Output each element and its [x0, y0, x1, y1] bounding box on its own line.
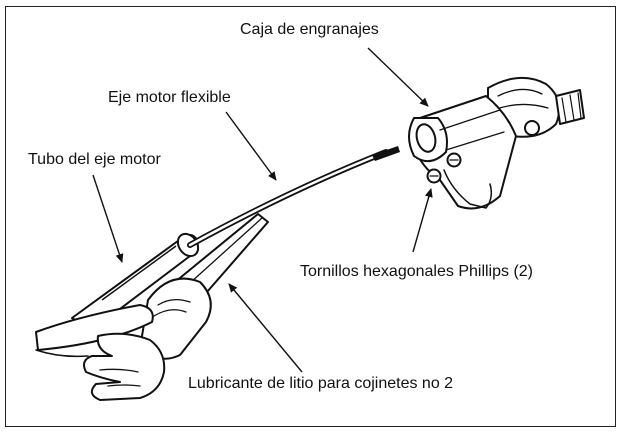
arrow-lubricant — [228, 283, 303, 373]
arrow-screws — [412, 188, 433, 253]
arrow-shaft-tube — [92, 174, 124, 263]
label-lithium-lubricant: Lubricante de litio para cojinetes no 2 — [188, 375, 454, 392]
label-drive-shaft-tube: Tubo del eje motor — [28, 151, 161, 168]
arrow-gearbox — [367, 47, 429, 107]
leader-lines — [92, 47, 433, 373]
hand-with-lubricant — [35, 213, 269, 401]
label-flexible-shaft: Eje motor flexible — [108, 89, 231, 106]
label-gearbox: Caja de engranajes — [240, 21, 379, 38]
arrow-flex-shaft — [225, 111, 277, 181]
flexible-shaft — [187, 146, 400, 248]
label-phillips-screws: Tornillos hexagonales Phillips (2) — [300, 263, 534, 280]
gear-case — [408, 77, 585, 210]
